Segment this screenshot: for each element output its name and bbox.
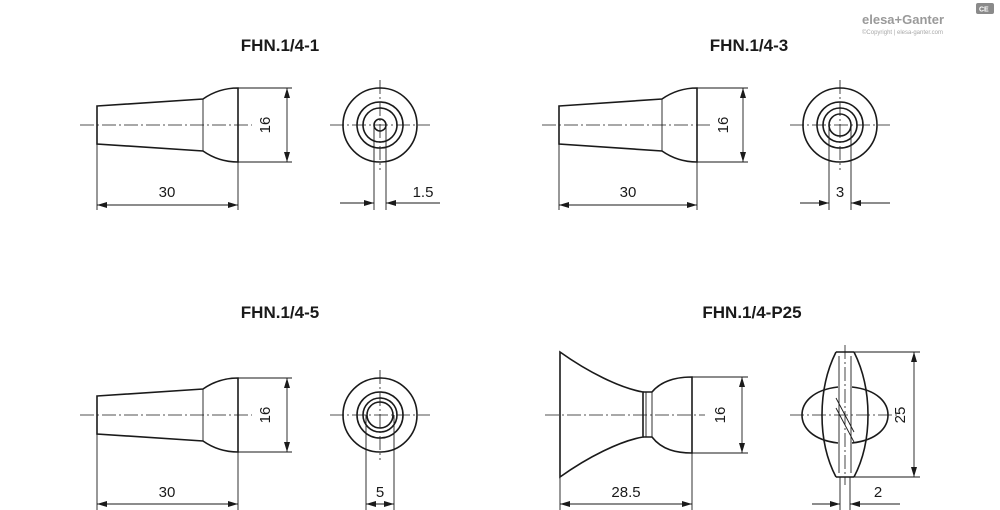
side-view: 16 28.5 (545, 350, 748, 510)
length-dimension: 30 (159, 184, 176, 201)
length-dimension: 28.5 (611, 484, 640, 501)
drawing-fhn-1-4-1: FHN.1/4-1 16 30 1.5 (80, 36, 440, 210)
side-view: 16 30 (80, 87, 292, 210)
slot-dimension: 2 (874, 484, 882, 501)
height-dimension: 16 (715, 117, 732, 134)
width-dimension: 25 (892, 407, 909, 424)
logo-text: elesa+Ganter (862, 12, 944, 27)
height-dimension: 16 (257, 117, 274, 134)
side-view: 16 30 (542, 87, 748, 210)
drawing-fhn-1-4-5: FHN.1/4-5 16 30 5 (80, 303, 430, 510)
length-dimension: 30 (620, 184, 637, 201)
front-view: 5 (330, 370, 430, 510)
brand-logo: elesa+Ganter ©Copyright | elesa-ganter.c… (862, 3, 994, 36)
height-dimension: 16 (712, 407, 729, 424)
bore-dimension: 5 (376, 484, 384, 501)
drawing-title: FHN.1/4-1 (241, 36, 319, 55)
copyright-text: ©Copyright | elesa-ganter.com (862, 29, 943, 36)
ce-badge-text: CE (979, 7, 989, 14)
front-view: 3 (790, 80, 890, 210)
bore-dimension: 3 (836, 184, 844, 201)
height-dimension: 16 (257, 407, 274, 424)
drawing-title: FHN.1/4-5 (241, 303, 319, 322)
front-view: 25 2 (790, 345, 920, 510)
drawing-fhn-1-4-p25: FHN.1/4-P25 16 28.5 (545, 303, 920, 510)
front-view: 1.5 (330, 80, 440, 210)
bore-dimension: 1.5 (413, 184, 434, 201)
drawing-title: FHN.1/4-P25 (702, 303, 801, 322)
ce-badge (976, 3, 994, 14)
drawing-fhn-1-4-3: FHN.1/4-3 16 30 3 (542, 36, 890, 210)
length-dimension: 30 (159, 484, 176, 501)
side-view: 16 30 (80, 377, 292, 510)
drawing-title: FHN.1/4-3 (710, 36, 788, 55)
